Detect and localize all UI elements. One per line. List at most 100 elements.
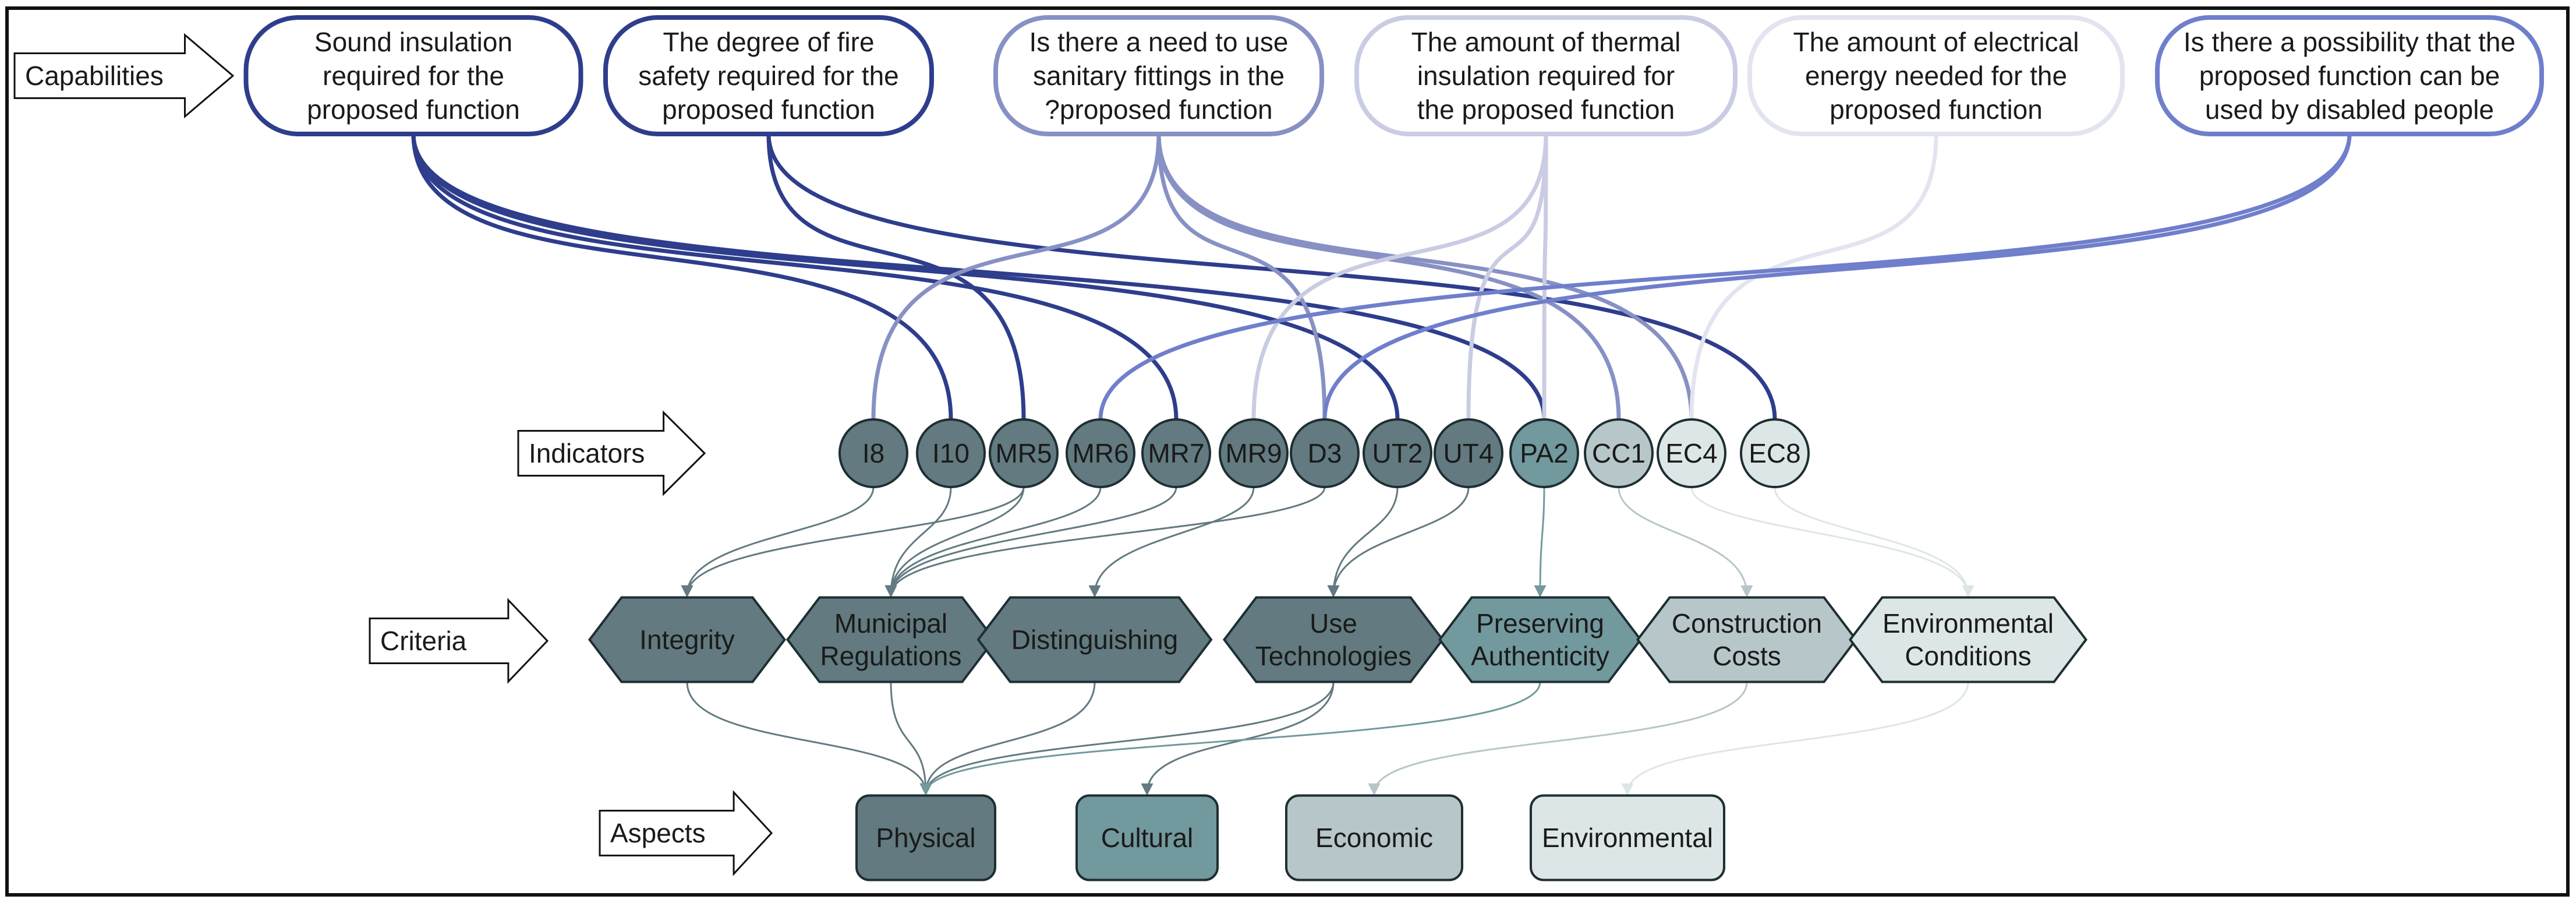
indicator-MR7: MR7 (1141, 418, 1211, 488)
indicator-label: MR9 (1225, 438, 1282, 468)
aspect-label: Physical (876, 823, 975, 853)
criterion-text-line: Use (1310, 608, 1357, 639)
indicator-circle (1584, 418, 1654, 488)
indicator-link-EC4-environmental_cond (1690, 486, 1975, 598)
capability-text-line: required for the (323, 61, 504, 91)
criterion-text-line: Construction (1672, 608, 1822, 639)
indicator-label: CC1 (1592, 438, 1646, 468)
aspect-box (855, 794, 996, 881)
aspect-label: Cultural (1101, 823, 1194, 853)
capability-text-line: The amount of thermal (1411, 27, 1681, 57)
capability-box (1747, 15, 2125, 136)
criterion-text-line: Integrity (639, 625, 735, 655)
capability-link-cap6-D3 (1322, 132, 2352, 422)
capability-text-line: used by disabled people (2205, 94, 2494, 125)
capability-text-line: Sound insulation (314, 27, 512, 57)
capability-link-cap4-UT4 (1466, 132, 1548, 422)
capability-cap4: The amount of thermal insulation required… (1354, 15, 1738, 136)
indicator-circle (1363, 418, 1432, 488)
indicator-EC4: EC4 (1657, 418, 1726, 488)
row-arrow-shape (599, 790, 773, 876)
aspect-label: Environmental (1542, 823, 1713, 853)
capability-link-cap1-UT2 (411, 132, 1400, 422)
indicator-link-D3-municipal (884, 486, 1326, 598)
row-arrow-shape (13, 33, 235, 119)
criterion-link-usetech-physical (919, 682, 1335, 796)
indicator-UT4: UT4 (1434, 418, 1503, 488)
aspect-physical: Physical (855, 794, 996, 881)
capability-link-cap1-MR7 (411, 132, 1179, 422)
capability-link-cap4-PA2 (1542, 132, 1548, 422)
criterion-link-municipal-physical (890, 682, 932, 796)
indicator-label: I10 (932, 438, 969, 468)
capability-cap3: Is there a need to use sanitary fittings … (993, 15, 1324, 136)
indicator-PA2: PA2 (1509, 418, 1579, 488)
criterion-link-integrity-physical (686, 682, 932, 796)
capability-link-cap6-MR6 (1098, 132, 2352, 422)
indicator-link-EC8-environmental_cond (1774, 486, 1975, 598)
indicator-circle (1219, 418, 1289, 488)
indicator-label: PA2 (1520, 438, 1569, 468)
capability-text-line: Is there a need to use (1029, 27, 1289, 57)
capability-text-line: ?proposed function (1045, 94, 1272, 125)
capability-text-line: proposed function can be (2199, 61, 2500, 91)
capability-text-line: proposed function (662, 94, 875, 125)
capability-text-line: Is there a possibility that the (2184, 27, 2515, 57)
indicator-label: MR5 (995, 438, 1052, 468)
capability-text-line: the proposed function (1417, 94, 1675, 125)
criterion-text-line: Municipal (834, 608, 947, 639)
criterion-link-construction-economic (1368, 682, 1748, 796)
indicator-MR6: MR6 (1066, 418, 1135, 488)
indicator-circle (916, 418, 986, 488)
criterion-hexagon (1848, 596, 2088, 683)
indicator-circle (838, 418, 908, 488)
indicator-link-MR6-municipal (884, 486, 1102, 598)
criterion-hexagon (976, 596, 1213, 683)
criterion-text-line: Technologies (1255, 641, 1412, 671)
capability-box (993, 15, 1324, 136)
capability-box (1354, 15, 1738, 136)
capability-text-line: sanitary fittings in the (1033, 61, 1285, 91)
indicator-link-MR7-municipal (884, 486, 1177, 598)
capability-link-cap3-D3 (1156, 132, 1327, 422)
criterion-link-preserving-physical (919, 682, 1541, 796)
indicator-MR9: MR9 (1219, 418, 1289, 488)
indicator-CC1: CC1 (1584, 418, 1654, 488)
capability-cap6: Is there a possibility that the proposed … (2155, 15, 2544, 136)
criterion-text-line: Conditions (1905, 641, 2031, 671)
capability-text-line: safety required for the (638, 61, 898, 91)
capability-text-line: proposed function (1830, 94, 2043, 125)
capability-text-line: insulation required for (1417, 61, 1675, 91)
aspect-cultural: Cultural (1075, 794, 1219, 881)
criteria-row: IntegrityMunicipalRegulationsDistinguish… (588, 596, 2088, 683)
row-label-capabilities: Capabilities (13, 33, 235, 119)
indicator-circle (1657, 418, 1726, 488)
indicator-label: D3 (1308, 438, 1342, 468)
capability-text-line: proposed function (307, 94, 520, 125)
indicator-circle (1141, 418, 1211, 488)
indicator-link-CC1-construction (1618, 486, 1753, 598)
row-arrow-shape (369, 598, 549, 684)
capability-link-cap1-I10 (411, 132, 953, 422)
capability-link-cap3-EC4 (1156, 132, 1694, 422)
criterion-text-line: Environmental (1883, 608, 2054, 639)
indicator-link-I10-municipal (884, 486, 952, 598)
criterion-text-line: Authenticity (1471, 641, 1609, 671)
aspect-box (1285, 794, 1463, 881)
indicator-label: MR7 (1148, 438, 1204, 468)
criterion-text-line: Preserving (1476, 608, 1604, 639)
aspect-environmental: Environmental (1530, 794, 1725, 881)
indicator-EC8: EC8 (1740, 418, 1810, 488)
aspect-box (1075, 794, 1219, 881)
criterion-text-line: Regulations (820, 641, 962, 671)
